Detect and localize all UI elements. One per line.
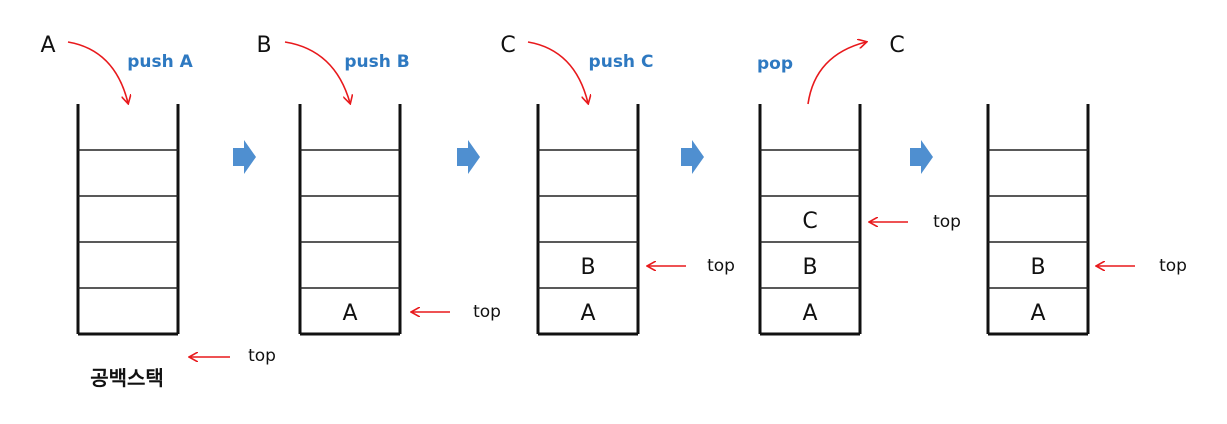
stack-cell: A xyxy=(342,301,357,326)
stack-cell: A xyxy=(580,301,595,326)
element-label: C xyxy=(889,33,904,58)
top-pointer-label: top xyxy=(933,212,961,232)
right-arrow-icon xyxy=(681,140,704,174)
stack-cell: C xyxy=(802,209,817,234)
stack-container xyxy=(758,104,862,336)
stack-cell: B xyxy=(802,255,817,280)
top-pointer-label: top xyxy=(248,346,276,366)
stack-cell: A xyxy=(802,301,817,326)
element-label: B xyxy=(256,33,271,58)
operation-label: push C xyxy=(589,52,654,72)
top-pointer-label: top xyxy=(473,302,501,322)
stack-container xyxy=(986,104,1090,336)
stack-cell: A xyxy=(1030,301,1045,326)
operation-label: pop xyxy=(757,54,793,74)
operation-label: push A xyxy=(127,52,193,72)
element-label: C xyxy=(500,33,515,58)
push-curve-arrow xyxy=(284,41,350,103)
top-pointer-label: top xyxy=(1159,256,1187,276)
stack-cell: B xyxy=(1030,255,1045,280)
right-arrow-icon xyxy=(457,140,480,174)
push-curve-arrow xyxy=(67,41,128,103)
pop-curve-arrow xyxy=(807,42,866,105)
stack-5: B A top xyxy=(986,104,1187,336)
operation-label: push B xyxy=(344,52,409,72)
stack-container xyxy=(298,104,402,336)
right-arrow-icon xyxy=(910,140,933,174)
stack-3: C push C B A top xyxy=(500,33,735,336)
top-pointer-label: top xyxy=(707,256,735,276)
empty-stack-label: 공백스택 xyxy=(90,366,164,390)
right-arrow-icon xyxy=(233,140,256,174)
stack-container xyxy=(536,104,640,336)
stack-1: A push A 공백스택 top xyxy=(40,33,275,390)
push-curve-arrow xyxy=(527,41,588,103)
stack-2: B push B A top xyxy=(256,33,501,336)
element-label: A xyxy=(40,33,55,58)
stack-4: pop C C B A top xyxy=(757,33,961,336)
stack-container xyxy=(76,104,180,336)
stack-cell: B xyxy=(580,255,595,280)
